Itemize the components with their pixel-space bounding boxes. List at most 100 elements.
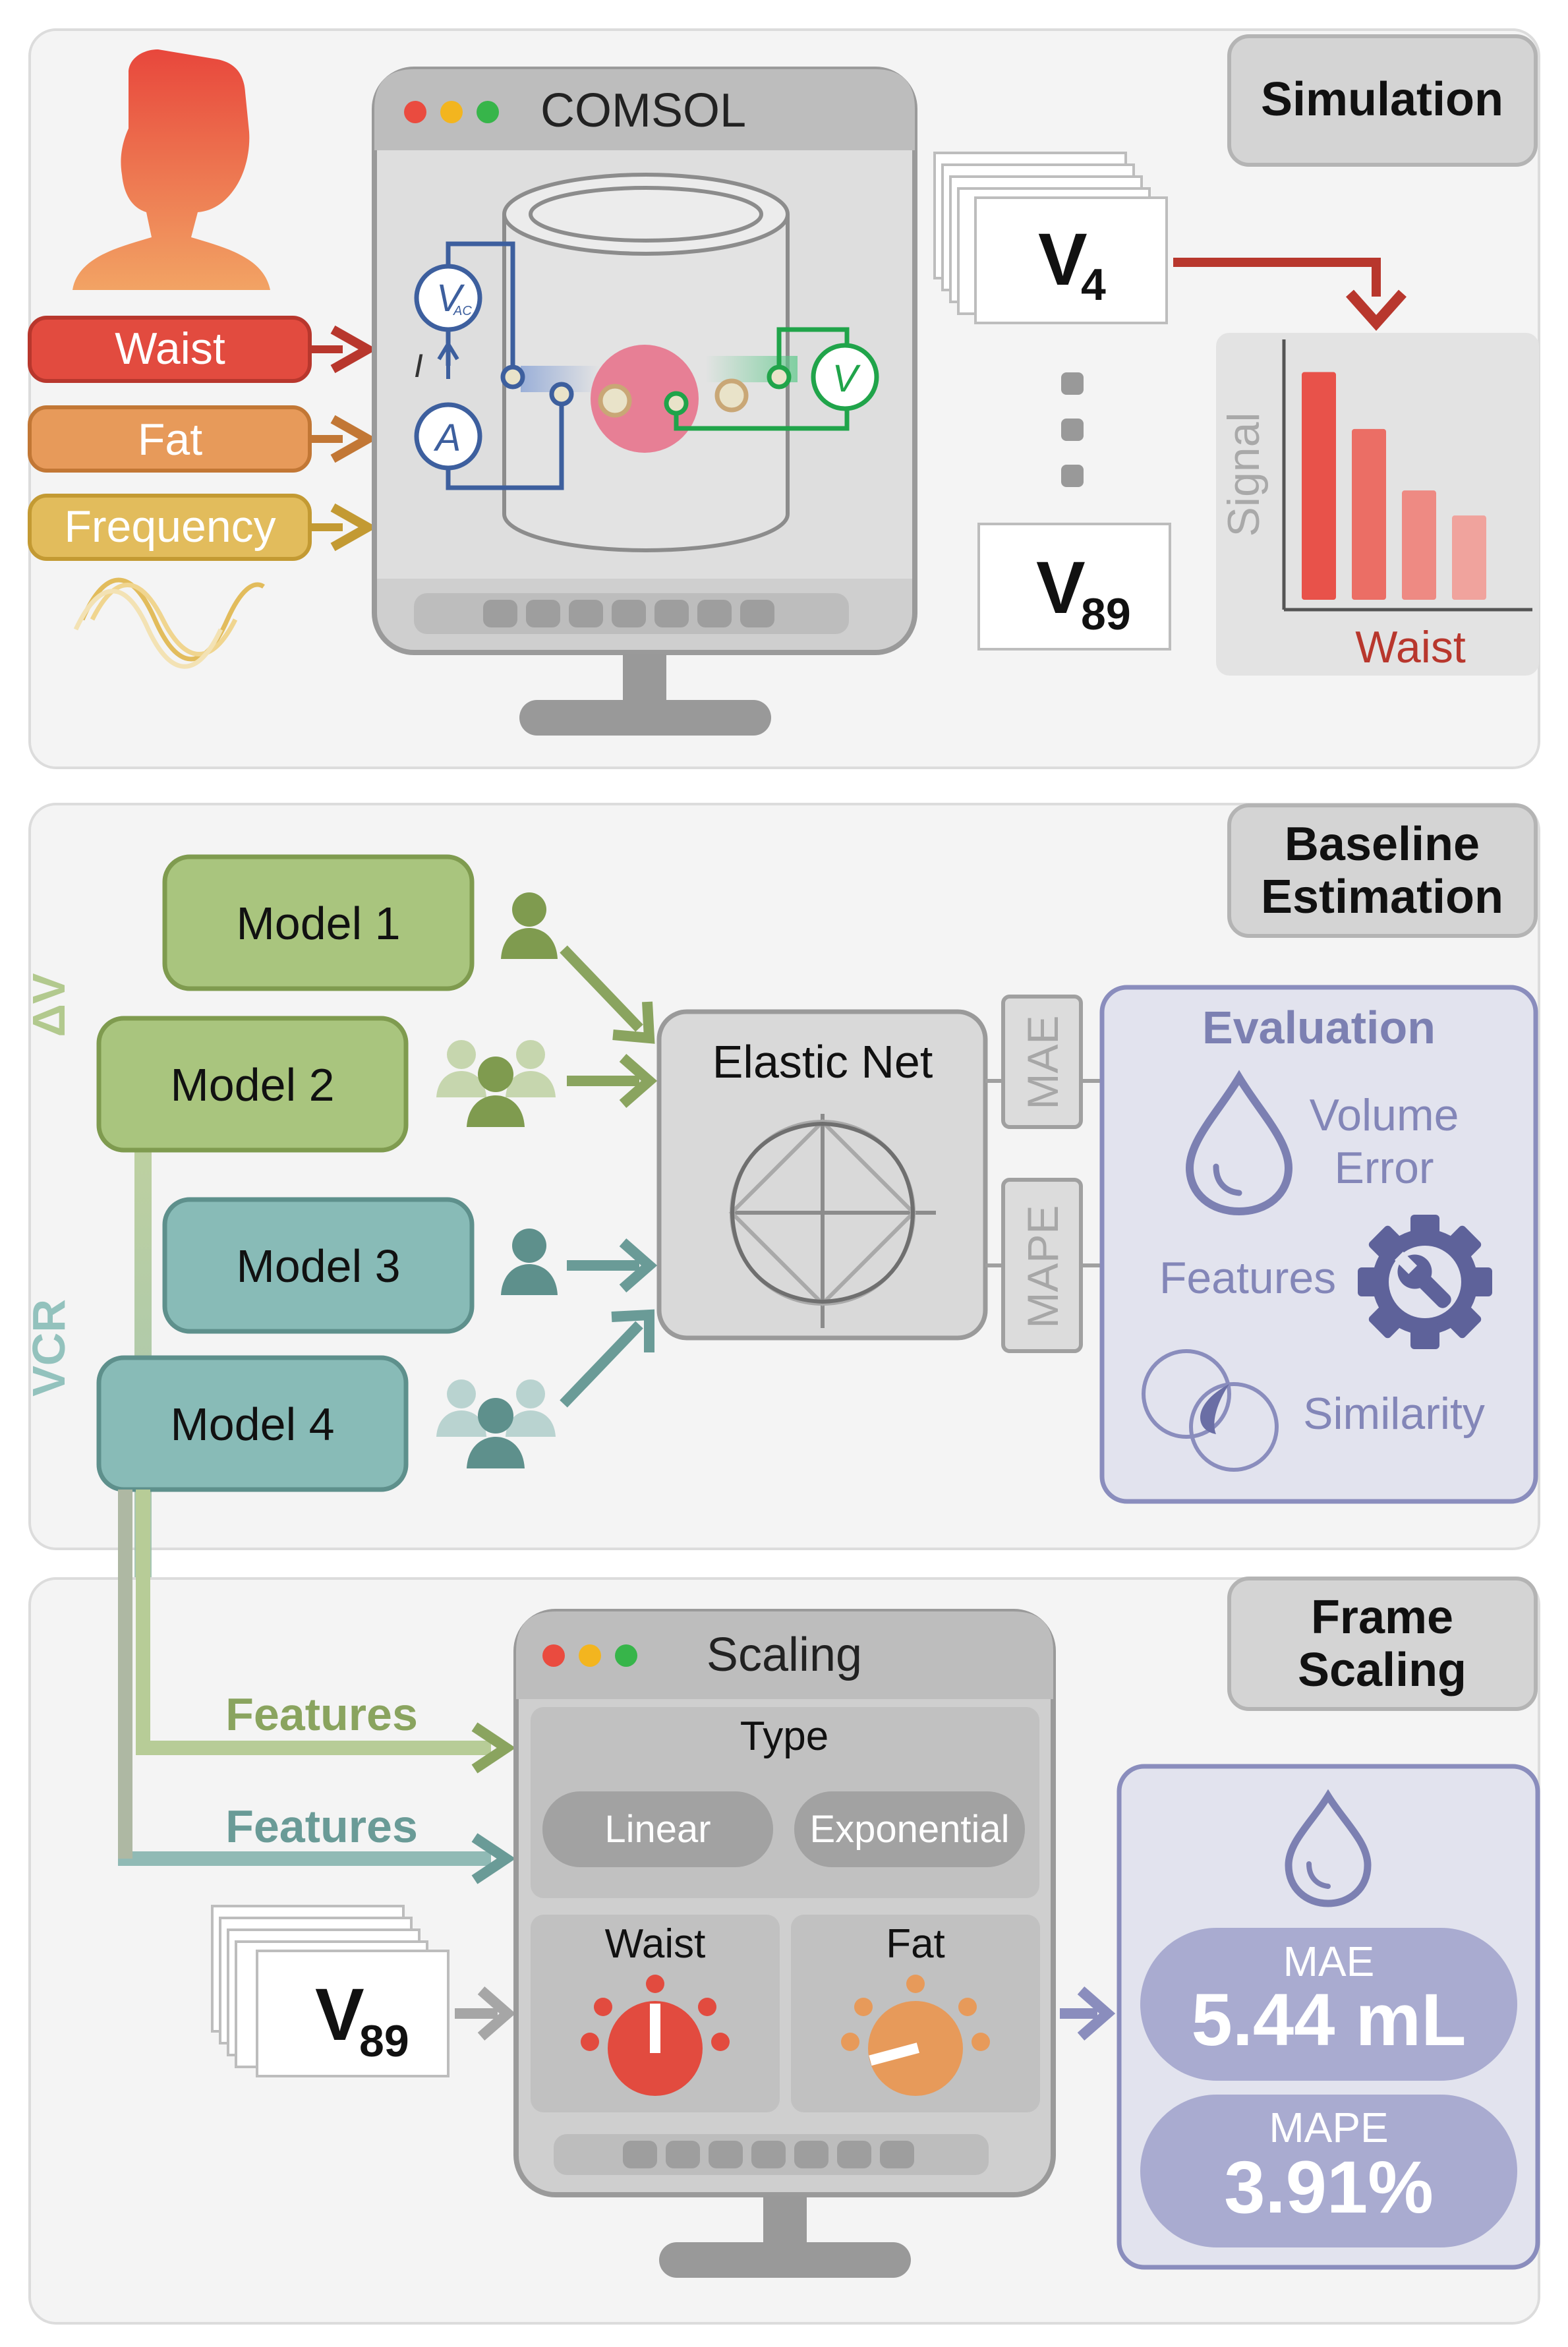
maximize-dot-icon <box>615 1644 637 1667</box>
baseline-title-line2: Estimation <box>1261 871 1503 923</box>
model-3-label: Model 3 <box>236 1240 400 1292</box>
similarity-label: Similarity <box>1303 1389 1485 1439</box>
red-arrow <box>1173 258 1407 332</box>
features-label-2: Features <box>225 1801 418 1852</box>
fat-input-label: Fat <box>138 415 202 465</box>
frequency-input: Frequency <box>28 494 378 561</box>
exponential-option-label: Exponential <box>809 1808 1009 1851</box>
signal-bar <box>1302 372 1336 600</box>
chart-ylabel: Signal <box>1219 412 1269 536</box>
inclusion-circle <box>591 345 699 453</box>
exponential-option[interactable]: Exponential <box>794 1791 1025 1867</box>
volume-error-line1: Volume <box>1310 1090 1459 1140</box>
mape-tab: MAPE <box>1001 1178 1083 1353</box>
fat-knob-label: Fat <box>886 1921 945 1967</box>
volume-error-line2: Error <box>1334 1143 1434 1193</box>
group-person-icon <box>436 1379 556 1468</box>
signal-bar <box>1402 490 1436 600</box>
scaling-title: Scaling <box>707 1629 862 1681</box>
green-circuit <box>674 327 850 431</box>
baseline-section: Baseline Estimation ΔV VCR Model 1 Model… <box>23 803 1540 1750</box>
electrode <box>664 391 689 416</box>
waist-knob[interactable] <box>581 1975 730 2096</box>
mae-tab: MAE <box>1001 995 1083 1129</box>
waist-input-label: Waist <box>115 324 225 374</box>
cylinder-phantom <box>502 173 798 552</box>
electrode <box>767 364 792 390</box>
vac-sub-label: AC <box>453 304 472 318</box>
fat-knob[interactable] <box>841 1975 990 2096</box>
single-person-icon <box>501 892 558 959</box>
v89-label: V <box>1036 546 1086 629</box>
voltmeter-label: V <box>832 357 861 400</box>
features-label-1: Features <box>225 1689 418 1740</box>
gray-arrow <box>455 1986 516 2041</box>
vcr-group-label: VCR <box>23 1299 74 1397</box>
comsol-title: COMSOL <box>540 84 746 137</box>
minimize-dot-icon <box>440 101 463 123</box>
single-person-icon <box>501 1229 558 1295</box>
fat-input: Fat <box>28 405 378 473</box>
ammeter: A <box>414 402 482 471</box>
current-label-group: I <box>414 340 459 384</box>
frequency-input-label: Frequency <box>64 502 276 552</box>
evaluation-panel: Evaluation Volume Error Features <box>1099 985 1538 1504</box>
current-label: I <box>414 347 423 384</box>
v89-stack-label: V <box>315 1973 364 2056</box>
close-dot-icon <box>542 1644 565 1667</box>
v89-stack-sub-label: 89 <box>359 2016 409 2066</box>
v89-sub-label: 89 <box>1081 589 1131 639</box>
ammeter-label: A <box>434 417 461 459</box>
taskbar-icons <box>623 2141 914 2168</box>
electrode <box>500 364 525 390</box>
v4-sub-label: 4 <box>1081 260 1106 310</box>
simulation-title-box <box>1227 34 1538 167</box>
mae-result-label: MAE <box>1283 1938 1375 1985</box>
linear-option[interactable]: Linear <box>542 1791 773 1867</box>
purple-arrow <box>1060 1986 1116 2041</box>
model-2-label: Model 2 <box>170 1059 334 1111</box>
droplet-icon <box>1285 1789 1372 1907</box>
mae-result-value: 5.44 mL <box>1191 1979 1466 2061</box>
mape-result: MAPE 3.91% <box>1140 2095 1517 2247</box>
mae-tab-label: MAE <box>1018 1015 1067 1109</box>
minimize-dot-icon <box>579 1644 601 1667</box>
simulation-title: Simulation <box>1261 73 1503 126</box>
electrode <box>549 382 574 407</box>
maximize-dot-icon <box>477 101 499 123</box>
vac-source: V AC <box>414 264 482 332</box>
sine-wave-icon <box>73 577 265 669</box>
elastic-net-label: Elastic Net <box>712 1036 933 1087</box>
taskbar-icons <box>483 600 774 627</box>
droplet-icon <box>1185 1070 1293 1216</box>
model-arrows <box>560 945 658 1408</box>
simulation-section: Simulation Waist Fat Frequency <box>28 28 1540 769</box>
frame-scaling-title-line2: Scaling <box>1298 1644 1466 1696</box>
model-4: Model 4 <box>96 1355 409 1492</box>
dv-group-label: ΔV <box>23 973 74 1037</box>
group-person-icon <box>436 1040 556 1127</box>
mape-tab-label: MAPE <box>1018 1205 1067 1328</box>
close-dot-icon <box>404 101 426 123</box>
ellipsis-dots <box>1061 372 1084 487</box>
voltmeter: V <box>811 343 879 411</box>
electrode <box>714 378 749 413</box>
v4-label: V <box>1038 218 1088 301</box>
signal-bar <box>1452 515 1486 600</box>
v89-card: V 89 <box>977 523 1171 651</box>
frame-scaling-title-line1: Frame <box>1311 1591 1453 1644</box>
signal-bar-chart: Signal Waist <box>1216 333 1539 676</box>
result-panel: MAE 5.44 mL MAPE 3.91% <box>1117 1764 1540 2270</box>
evaluation-title: Evaluation <box>1202 1002 1436 1053</box>
baseline-title-line1: Baseline <box>1285 818 1480 871</box>
waist-knob-label: Waist <box>605 1921 706 1967</box>
electrode <box>598 384 632 418</box>
elastic-net-penalty-icon <box>728 1114 936 1328</box>
vac-label: V <box>436 277 465 320</box>
v89-page-stack: V 89 <box>211 1905 450 2077</box>
model-1: Model 1 <box>162 854 475 991</box>
v4-page-stack: V 4 <box>933 152 1168 324</box>
person-icon <box>73 49 270 290</box>
mae-result: MAE 5.44 mL <box>1140 1928 1517 2081</box>
